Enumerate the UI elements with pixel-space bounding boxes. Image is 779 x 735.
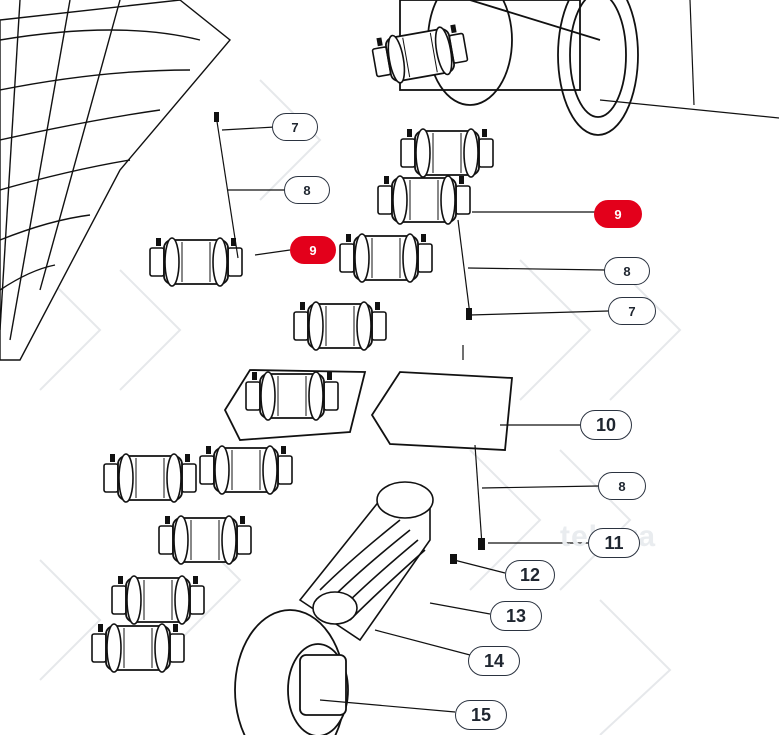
callout-14[interactable]: 14 [468, 646, 520, 676]
track-chain [0, 0, 231, 361]
callout-8-upper[interactable]: 8 [284, 176, 330, 204]
callout-8-lower[interactable]: 8 [598, 472, 646, 500]
leader-lines [215, 0, 779, 713]
callout-12[interactable]: 12 [505, 560, 555, 590]
callout-11[interactable]: 11 [588, 528, 640, 558]
callout-15[interactable]: 15 [455, 700, 507, 730]
front-idler [234, 609, 349, 735]
callout-7-mid[interactable]: 7 [608, 297, 656, 325]
drive-sprocket [399, 0, 639, 136]
callout-13[interactable]: 13 [490, 601, 542, 631]
callout-9-right[interactable]: 9 [594, 200, 642, 228]
callout-10[interactable]: 10 [580, 410, 632, 440]
recoil-spring [298, 481, 434, 642]
callout-9-left[interactable]: 9 [290, 236, 336, 264]
callout-7-upper[interactable]: 7 [272, 113, 318, 141]
callout-8-mid[interactable]: 8 [604, 257, 650, 285]
bolts [214, 112, 485, 564]
